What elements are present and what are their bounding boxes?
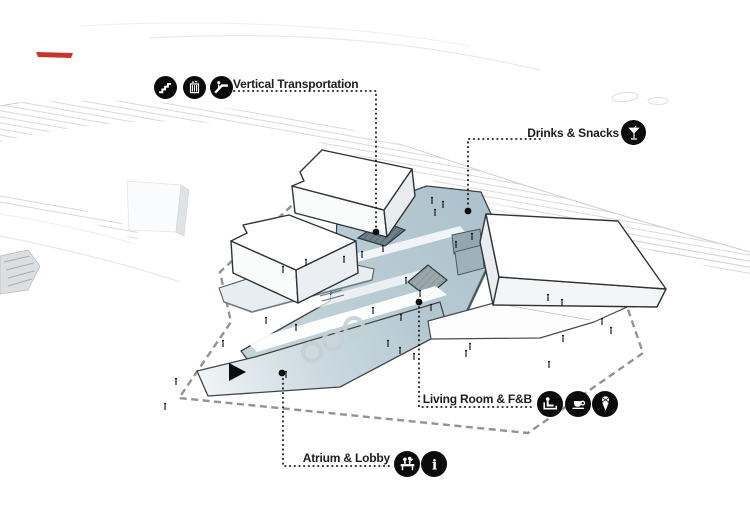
stairs-icon (154, 76, 177, 99)
svg-text:i: i (431, 457, 436, 473)
atrium-lobby-label: Atrium & Lobby (302, 451, 390, 465)
living-room-fb-label: Living Room & F&B (422, 392, 532, 406)
red-accent-mark (36, 52, 73, 58)
vertical-transportation-leader (233, 90, 377, 229)
info-icon: i (421, 451, 447, 477)
reception-desk-icon (394, 451, 420, 477)
building-block-north (291, 149, 416, 238)
hillside-steps (0, 249, 41, 295)
drinks-snacks-leader (467, 138, 541, 208)
cocktail-icon (621, 120, 646, 145)
living-room-leader (418, 305, 532, 408)
building-block-east (479, 213, 667, 308)
leader-lines (233, 90, 541, 467)
drinks-snacks-label: Drinks & Snacks (527, 126, 619, 140)
lounge-seat-icon (537, 391, 563, 417)
site-boundary-dashed (176, 197, 645, 435)
atrium-lobby-leader (282, 376, 390, 467)
entrance-arrow (229, 363, 246, 381)
escalator-icon (210, 76, 233, 99)
elevator-icon (183, 76, 206, 99)
ice-cream-icon (592, 391, 618, 417)
swirl-marks (301, 316, 365, 363)
coffee-cup-icon (565, 391, 591, 417)
atrium-ramp-wedge (196, 301, 449, 397)
leader-anchor-dots (278, 207, 472, 377)
vertical-transportation-label: Vertical Transportation (233, 77, 359, 91)
plate-stair-block (451, 228, 485, 276)
building-block-west (230, 214, 359, 304)
